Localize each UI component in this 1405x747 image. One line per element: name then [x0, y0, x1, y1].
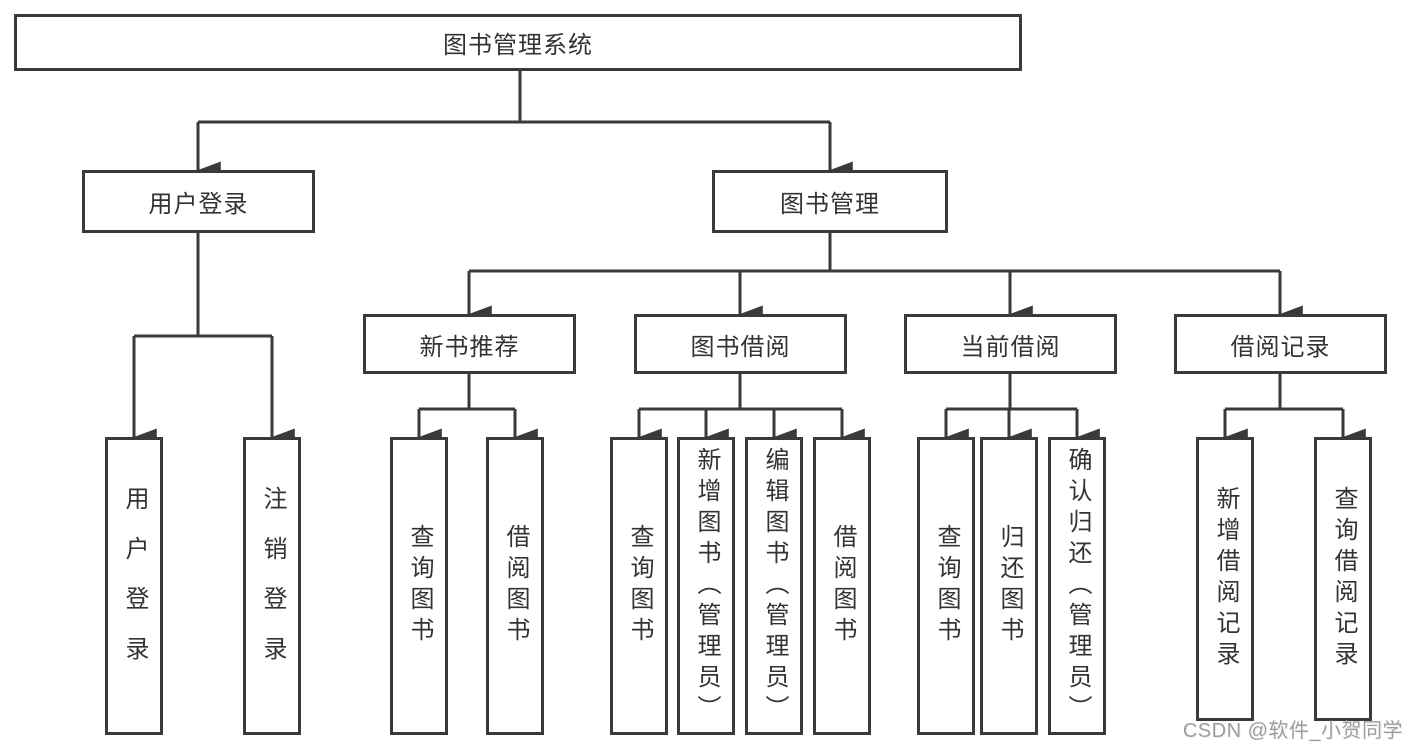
- node-user-login-label: 用户登录: [148, 191, 249, 218]
- node-book-management-label: 图书管理: [780, 191, 880, 218]
- leaf-user-login: 用户登录: [105, 437, 163, 735]
- leaf-return-book: 归还图书: [980, 437, 1038, 735]
- leaf-borrow-book-2: 借阅图书: [813, 437, 871, 735]
- leaf-logout-login-label: 注销登录: [259, 486, 286, 686]
- leaf-add-book-admin: 新增图书（管理员）: [677, 437, 735, 735]
- leaf-borrow-book-1-label: 借阅图书: [502, 524, 529, 648]
- leaf-query-book-2: 查询图书: [610, 437, 668, 735]
- node-new-book-recommend: 新书推荐: [363, 314, 576, 374]
- leaf-borrow-book-2-label: 借阅图书: [829, 524, 856, 648]
- node-current-borrow-label: 当前借阅: [960, 333, 1061, 361]
- leaf-query-borrow-record-label: 查询借阅记录: [1330, 486, 1357, 672]
- leaf-return-book-label: 归还图书: [996, 524, 1023, 648]
- leaf-query-book-3: 查询图书: [917, 437, 975, 735]
- node-root-system: 图书管理系统: [14, 14, 1022, 71]
- leaf-confirm-return-admin: 确认归还（管理员）: [1048, 437, 1106, 735]
- node-root-label: 图书管理系统: [443, 32, 593, 59]
- leaf-borrow-book-1: 借阅图书: [486, 437, 544, 735]
- csdn-watermark: CSDN @软件_小贺同学: [1182, 720, 1403, 742]
- node-new-book-recommend-label: 新书推荐: [419, 333, 520, 361]
- leaf-query-book-1: 查询图书: [390, 437, 448, 735]
- leaf-query-book-3-label: 查询图书: [933, 524, 960, 648]
- node-book-borrow: 图书借阅: [634, 314, 847, 374]
- leaf-logout-login: 注销登录: [243, 437, 301, 735]
- leaf-user-login-label: 用户登录: [121, 486, 148, 686]
- leaf-edit-book-admin-label: 编辑图书（管理员）: [761, 446, 788, 726]
- leaf-add-book-admin-label: 新增图书（管理员）: [693, 446, 720, 726]
- node-borrow-record: 借阅记录: [1174, 314, 1387, 374]
- leaf-query-book-1-label: 查询图书: [406, 524, 433, 648]
- node-book-management: 图书管理: [712, 170, 948, 233]
- leaf-add-borrow-record-label: 新增借阅记录: [1212, 486, 1239, 672]
- leaf-query-book-2-label: 查询图书: [626, 524, 653, 648]
- leaf-add-borrow-record: 新增借阅记录: [1196, 437, 1254, 721]
- node-user-login: 用户登录: [82, 170, 315, 233]
- leaf-edit-book-admin: 编辑图书（管理员）: [745, 437, 803, 735]
- node-current-borrow: 当前借阅: [904, 314, 1117, 374]
- leaf-confirm-return-admin-label: 确认归还（管理员）: [1064, 446, 1091, 726]
- node-book-borrow-label: 图书借阅: [690, 333, 791, 361]
- leaf-query-borrow-record: 查询借阅记录: [1314, 437, 1372, 721]
- node-borrow-record-label: 借阅记录: [1230, 333, 1331, 361]
